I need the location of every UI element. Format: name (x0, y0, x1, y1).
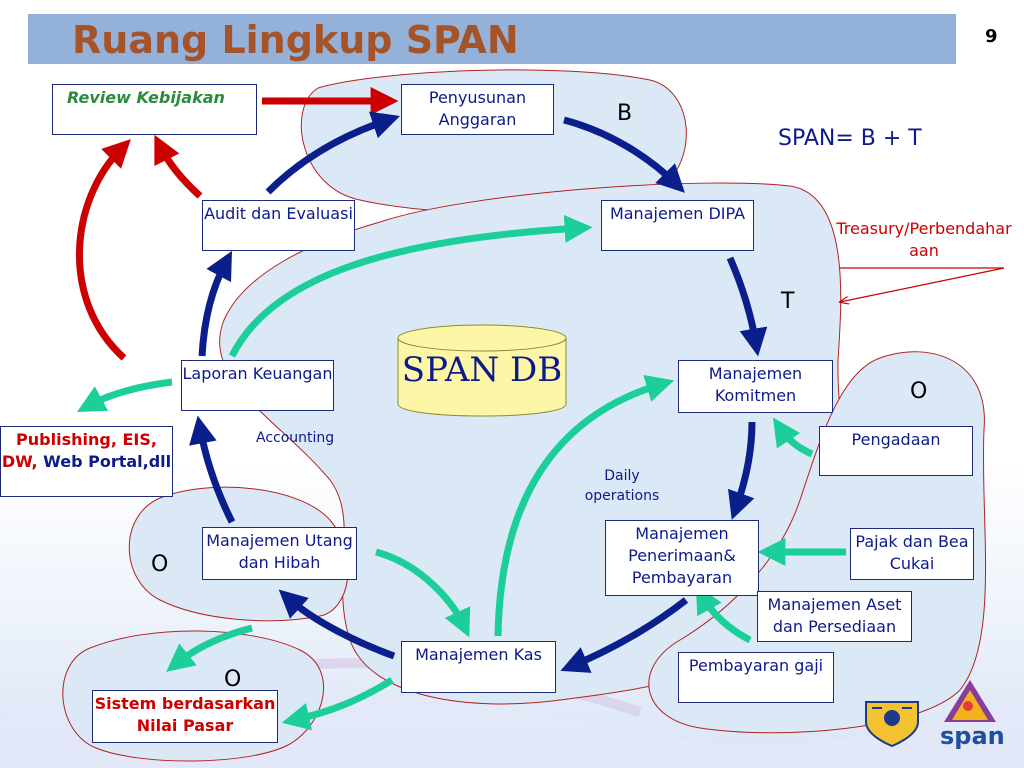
accounting-label: Accounting (256, 430, 335, 446)
arrow-blue-dipa-to-komitmen (726, 256, 768, 357)
arrow-teal-kas-to-komitmen (494, 374, 675, 637)
publishing-blue-text: Web Portal,dll (43, 452, 172, 471)
sistem-nilai-pasar-box: Sistem berdasarkan Nilai Pasar (92, 690, 278, 743)
publishing-red-text: Publishing, EIS, DW, (1, 430, 157, 471)
arrow-teal-kas-to-sistem (281, 677, 394, 731)
publishing-box: Publishing, EIS, DW, Web Portal,dll (0, 426, 173, 497)
manajemen-dipa-box: Manajemen DIPA (601, 200, 754, 251)
arrow-teal-utang-to-sistem (166, 624, 253, 672)
manajemen-aset-box: Manajemen Aset dan Persediaan (757, 591, 912, 642)
pajak-bea-cukai-box: Pajak dan Bea Cukai (850, 528, 974, 580)
arrow-teal-laporan-to-dipa (228, 214, 593, 358)
arrow-blue-kas-to-utang (278, 589, 396, 660)
arrow-teal-pengadaan-to-komitmen (773, 417, 814, 458)
arrow-red-laporan-to-review (75, 139, 131, 361)
laporan-keuangan-box: Laporan Keuangan (181, 360, 334, 411)
span-db-cylinder (397, 324, 567, 417)
manajemen-utang-hibah-box: Manajemen Utang dan Hibah (202, 527, 357, 580)
arrow-teal-utang-to-kas (375, 548, 471, 638)
review-kebijakan-box: Review Kebijakan (52, 84, 257, 135)
treasury-label: Treasury/Perbendaharaan (836, 219, 1012, 260)
daily-operations-label: Daily operations (584, 468, 660, 504)
pengadaan-box: Pengadaan (819, 426, 973, 476)
manajemen-penerimaan-box: Manajemen Penerimaan& Pembayaran (605, 520, 759, 596)
arrow-teal-aset-to-penerimaan (695, 584, 752, 644)
label-t: T (781, 289, 795, 314)
label-o-right: O (910, 379, 928, 404)
span-db-label: SPAN DB (401, 350, 563, 390)
span-formula: SPAN= B + T (778, 126, 922, 151)
treasury-pointer (840, 267, 1005, 302)
arrow-red-audit-to-review (154, 134, 203, 199)
arrow-blue-penyusunan-to-dipa (563, 116, 685, 193)
arrow-blue-komitmen-to-penerimaan (727, 421, 756, 520)
penyusunan-anggaran-box: Penyusunan Anggaran (401, 84, 554, 135)
arrow-blue-audit-to-penyusunan (265, 111, 400, 195)
arrow-blue-utang-to-laporan (189, 415, 236, 524)
label-o-bottom: O (224, 667, 242, 692)
arrow-blue-penerimaan-to-kas (560, 597, 689, 673)
manajemen-komitmen-box: Manajemen Komitmen (678, 360, 833, 413)
span-logo-mark (944, 680, 996, 722)
audit-evaluasi-box: Audit dan Evaluasi (202, 200, 355, 251)
label-o-left: O (151, 552, 169, 577)
manajemen-kas-box: Manajemen Kas (401, 641, 556, 693)
kemenkeu-emblem (865, 701, 919, 748)
pembayaran-gaji-box: Pembayaran gaji (678, 652, 834, 703)
arrow-teal-laporan-to-publishing (76, 378, 173, 413)
slide-title: Ruang Lingkup SPAN (72, 18, 519, 62)
arrow-blue-laporan-to-audit (198, 250, 232, 357)
span-logo-text: span (940, 722, 1005, 750)
label-b: B (617, 101, 633, 126)
title-bar (28, 14, 956, 64)
page-number: 9 (985, 26, 998, 47)
